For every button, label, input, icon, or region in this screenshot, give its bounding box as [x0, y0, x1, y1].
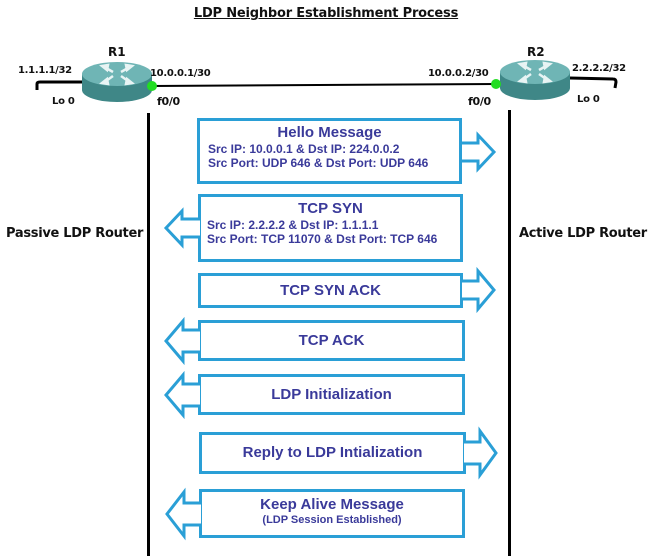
message-tcp-syn-ack: TCP SYN ACK [198, 273, 463, 308]
active-router-label: Active LDP Router [519, 226, 647, 241]
arrow-right-icon [462, 266, 496, 314]
r1-link-interface: f0/0 [157, 95, 180, 108]
p2p-link [151, 83, 499, 87]
message-hello: Hello Message Src IP: 10.0.0.1 & Dst IP:… [197, 118, 462, 184]
message-title: Reply to LDP Intialization [242, 444, 423, 461]
passive-router-label: Passive LDP Router [6, 226, 144, 241]
message-line: Src Port: UDP 646 & Dst Port: UDP 646 [208, 156, 429, 170]
message-line: Src IP: 2.2.2.2 & Dst IP: 1.1.1.1 [207, 218, 379, 232]
arrow-left-icon [164, 316, 200, 366]
arrow-left-icon [164, 370, 200, 420]
message-title: TCP ACK [298, 332, 365, 349]
arrow-right-icon [462, 131, 497, 173]
r2-link-interface: f0/0 [468, 95, 491, 108]
r2-link-ip: 10.0.0.2/30 [428, 68, 489, 79]
r2-loopback-link [569, 76, 618, 89]
message-tcp-syn: TCP SYN Src IP: 2.2.2.2 & Dst IP: 1.1.1.… [198, 194, 463, 262]
r1-name: R1 [108, 45, 126, 59]
r1-loopback-link [35, 80, 84, 90]
message-tcp-ack: TCP ACK [198, 320, 465, 361]
message-line: Src IP: 10.0.0.1 & Dst IP: 224.0.0.2 [208, 142, 400, 156]
message-line: Src Port: TCP 11070 & Dst Port: TCP 646 [207, 232, 438, 246]
r2-loopback-interface: Lo 0 [577, 94, 600, 105]
r2-timeline [508, 110, 511, 556]
arrow-left-icon [163, 207, 200, 249]
r1-link-ip: 10.0.0.1/30 [150, 68, 211, 79]
r2-router-icon [500, 60, 570, 100]
message-reply-ldp-initialization: Reply to LDP Intialization [199, 432, 466, 474]
message-subtitle: (LDP Session Established) [262, 514, 402, 526]
r1-loopback-ip: 1.1.1.1/32 [18, 65, 72, 76]
diagram-title: LDP Neighbor Establishment Process [193, 6, 459, 21]
message-ldp-initialization: LDP Initialization [198, 374, 465, 415]
r1-interface-dot [147, 81, 157, 91]
message-title: TCP SYN ACK [280, 282, 381, 299]
r1-router-icon [82, 62, 152, 102]
message-title: LDP Initialization [271, 386, 392, 403]
arrow-left-icon [165, 487, 201, 541]
message-title: Hello Message [277, 124, 382, 141]
message-title: TCP SYN [298, 200, 363, 217]
r2-name: R2 [527, 45, 545, 59]
message-keep-alive: Keep Alive Message (LDP Session Establis… [199, 489, 465, 538]
r1-timeline [147, 113, 150, 556]
arrow-right-icon [464, 426, 498, 480]
r1-loopback-interface: Lo 0 [52, 96, 75, 107]
message-title: Keep Alive Message [260, 496, 404, 513]
topology-links [35, 76, 618, 90]
r2-loopback-ip: 2.2.2.2/32 [572, 63, 626, 74]
r2-interface-dot [491, 79, 501, 89]
